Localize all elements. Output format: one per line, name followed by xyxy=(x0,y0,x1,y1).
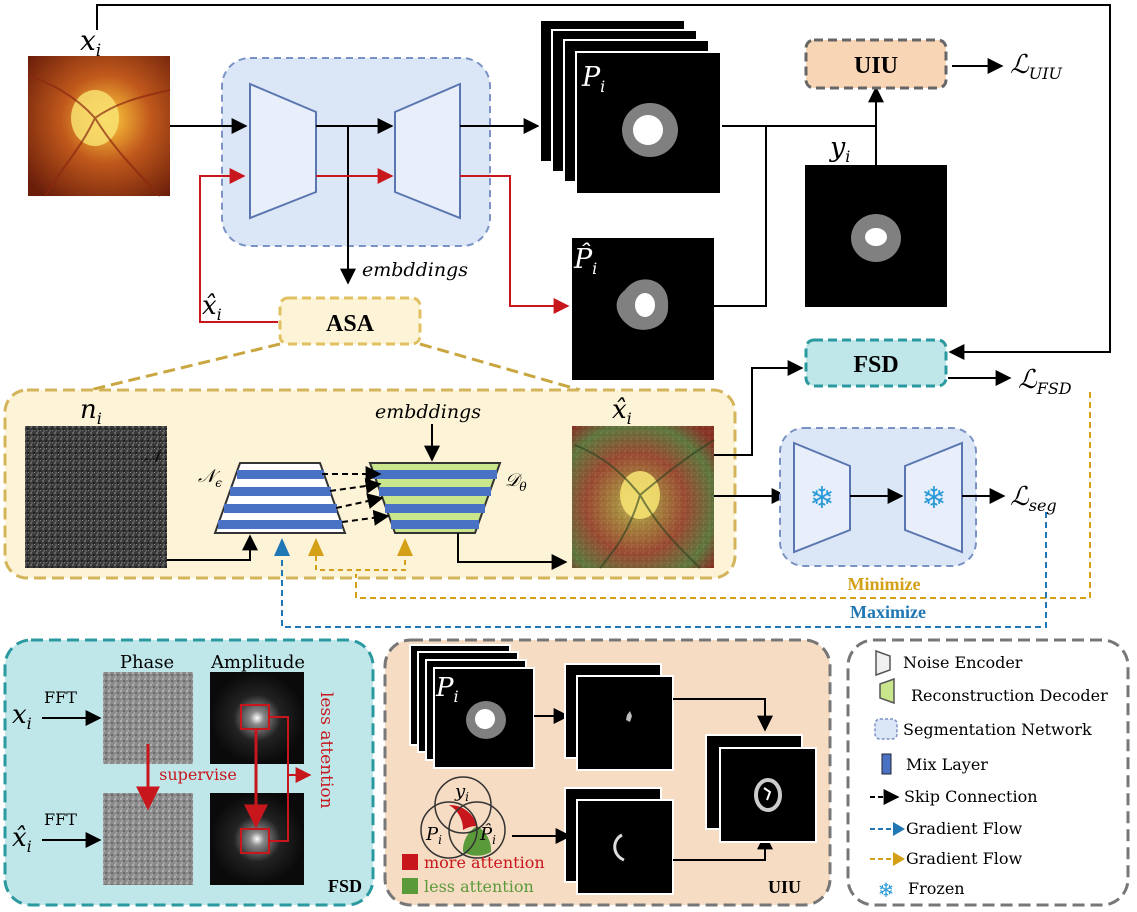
uiu-panel-title: UIU xyxy=(768,877,801,897)
fsd-xhat-label: x̂i xyxy=(12,823,32,856)
segmentation-network-icon xyxy=(874,718,898,740)
minimize-label: Minimize xyxy=(848,574,921,594)
uiu-box xyxy=(804,38,948,90)
legend-item-5: Gradient Flow xyxy=(906,819,1022,838)
loss-uiu: ℒUIU xyxy=(1010,50,1063,83)
prediction-hat-image: P̂i xyxy=(572,238,714,380)
venn-Phat-label: P̂i xyxy=(479,823,496,847)
noise-label: ni xyxy=(80,395,102,428)
recon-decoder-label: 𝒟θ xyxy=(505,470,527,494)
legend-item-6: Gradient Flow xyxy=(906,849,1022,868)
legend-item-0: Noise Encoder xyxy=(903,653,1023,672)
noise-image xyxy=(25,426,167,568)
uiu-mid-top xyxy=(564,663,674,771)
fft-label-bottom: FFT xyxy=(44,810,77,829)
asa-box xyxy=(278,296,422,346)
fft-label-top: FFT xyxy=(44,688,77,707)
snowflake-icon: ❄ xyxy=(809,481,834,516)
decoder-trapezoid xyxy=(394,82,461,220)
encoder-trapezoid xyxy=(249,82,317,220)
loss-seg: ℒseg xyxy=(1010,482,1057,515)
phase-label: Phase xyxy=(120,652,174,673)
noise-encoder-icon xyxy=(875,649,891,677)
input-x-label: xi xyxy=(80,24,101,61)
legend-item-2: Segmentation Network xyxy=(903,720,1092,739)
fsd-box-label: FSD xyxy=(853,352,898,378)
amplitude-label: Amplitude xyxy=(210,652,305,673)
fsd-box xyxy=(804,338,948,388)
snowflake-icon: ❄ xyxy=(921,481,946,516)
legend-panel xyxy=(846,638,1130,907)
venn-diagram: yi Pi P̂i xyxy=(420,776,506,859)
xhat-label: x̂i xyxy=(202,291,222,324)
venn-P-label: Pi xyxy=(425,824,442,847)
label-y-image xyxy=(805,165,947,307)
fsd-x-label: xi xyxy=(12,700,32,733)
label-y-text: yi xyxy=(829,132,850,166)
less-attention-swatch xyxy=(402,878,418,894)
uiu-box-label: UIU xyxy=(854,53,898,79)
reconstruction-decoder xyxy=(368,462,502,534)
prediction-stack: Pi xyxy=(539,19,722,195)
pred-P-label: Pi xyxy=(581,62,605,96)
uiu-output xyxy=(705,734,817,843)
noise-encoder xyxy=(213,462,347,534)
legend-item-7: Frozen xyxy=(908,879,965,898)
more-attention-label: more attention xyxy=(424,853,545,872)
mix-layer-icon xyxy=(881,753,892,775)
legend-item-4: Skip Connection xyxy=(904,787,1038,806)
venn-y-label: yi xyxy=(454,781,469,804)
augmented-image xyxy=(572,426,715,569)
embeddings-label-top: embddings xyxy=(362,259,468,281)
loss-fsd: ℒFSD xyxy=(1018,365,1072,398)
legend-item-3: Mix Layer xyxy=(906,755,988,774)
embeddings-label-asa: embddings xyxy=(375,401,481,423)
fsd-panel-title: FSD xyxy=(328,876,362,896)
uiu-P-label: Pi xyxy=(435,673,459,706)
reconstruction-decoder-icon xyxy=(879,677,895,705)
more-attention-swatch xyxy=(402,854,418,870)
less-attention-label: less attention xyxy=(316,692,336,809)
supervise-label: supervise xyxy=(159,765,237,784)
pred-Phat-label: P̂i xyxy=(573,242,597,278)
uiu-prediction-stack: Pi xyxy=(409,644,535,769)
asa-output-label: x̂i xyxy=(612,395,632,428)
uiu-mid-bottom xyxy=(564,787,674,895)
legend-item-1: Reconstruction Decoder xyxy=(911,686,1108,705)
maximize-label: Maximize xyxy=(850,602,926,622)
asa-box-label: ASA xyxy=(326,311,375,337)
less-attention-label: less attention xyxy=(424,877,534,896)
snowflake-icon: ❄ xyxy=(878,878,895,902)
